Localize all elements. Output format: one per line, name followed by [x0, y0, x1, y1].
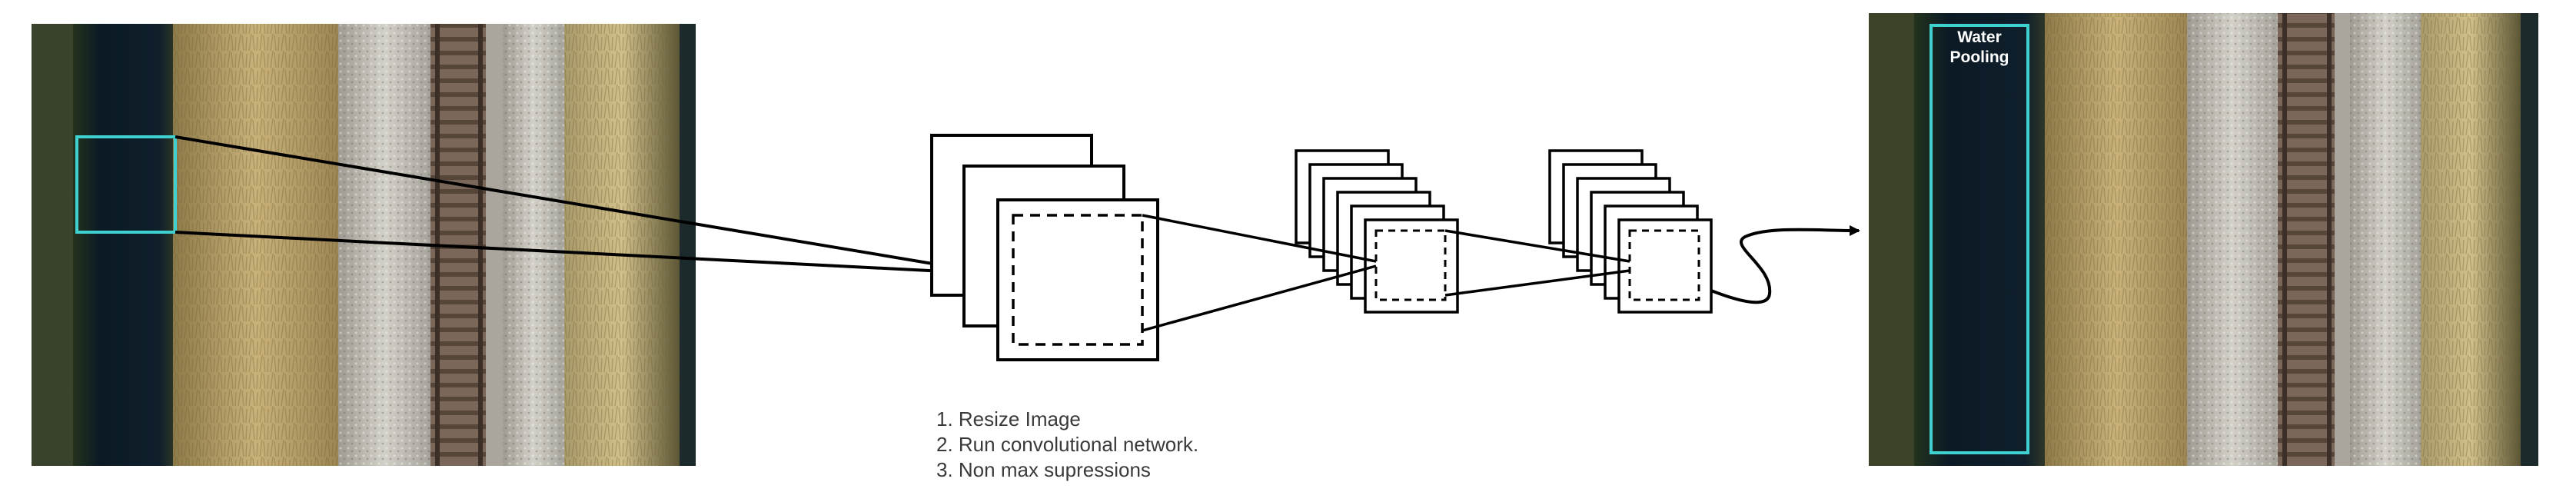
- input-region-box: [75, 135, 177, 234]
- step-3: 3. Non max supressions: [936, 458, 1151, 481]
- detection-box: [1930, 24, 2029, 454]
- projection-lines: [175, 135, 975, 274]
- step-2: 2. Run convolutional network.: [936, 433, 1198, 456]
- detection-label-line2: Pooling: [1950, 48, 2009, 66]
- detection-label-line1: Water: [1957, 28, 2002, 46]
- cnn-stage-1: [930, 134, 1159, 361]
- step-1: 1. Resize Image: [936, 407, 1081, 431]
- output-aerial-image: [1869, 13, 2538, 466]
- output-arrow: [1710, 224, 1860, 304]
- cnn-stage-2: [1295, 149, 1459, 314]
- stage-connectors: [1142, 214, 1630, 332]
- cnn-stage-3: [1548, 149, 1713, 314]
- steps-list: 1. Resize Image 2. Run convolutional net…: [936, 407, 1198, 481]
- input-aerial-image: [32, 24, 696, 466]
